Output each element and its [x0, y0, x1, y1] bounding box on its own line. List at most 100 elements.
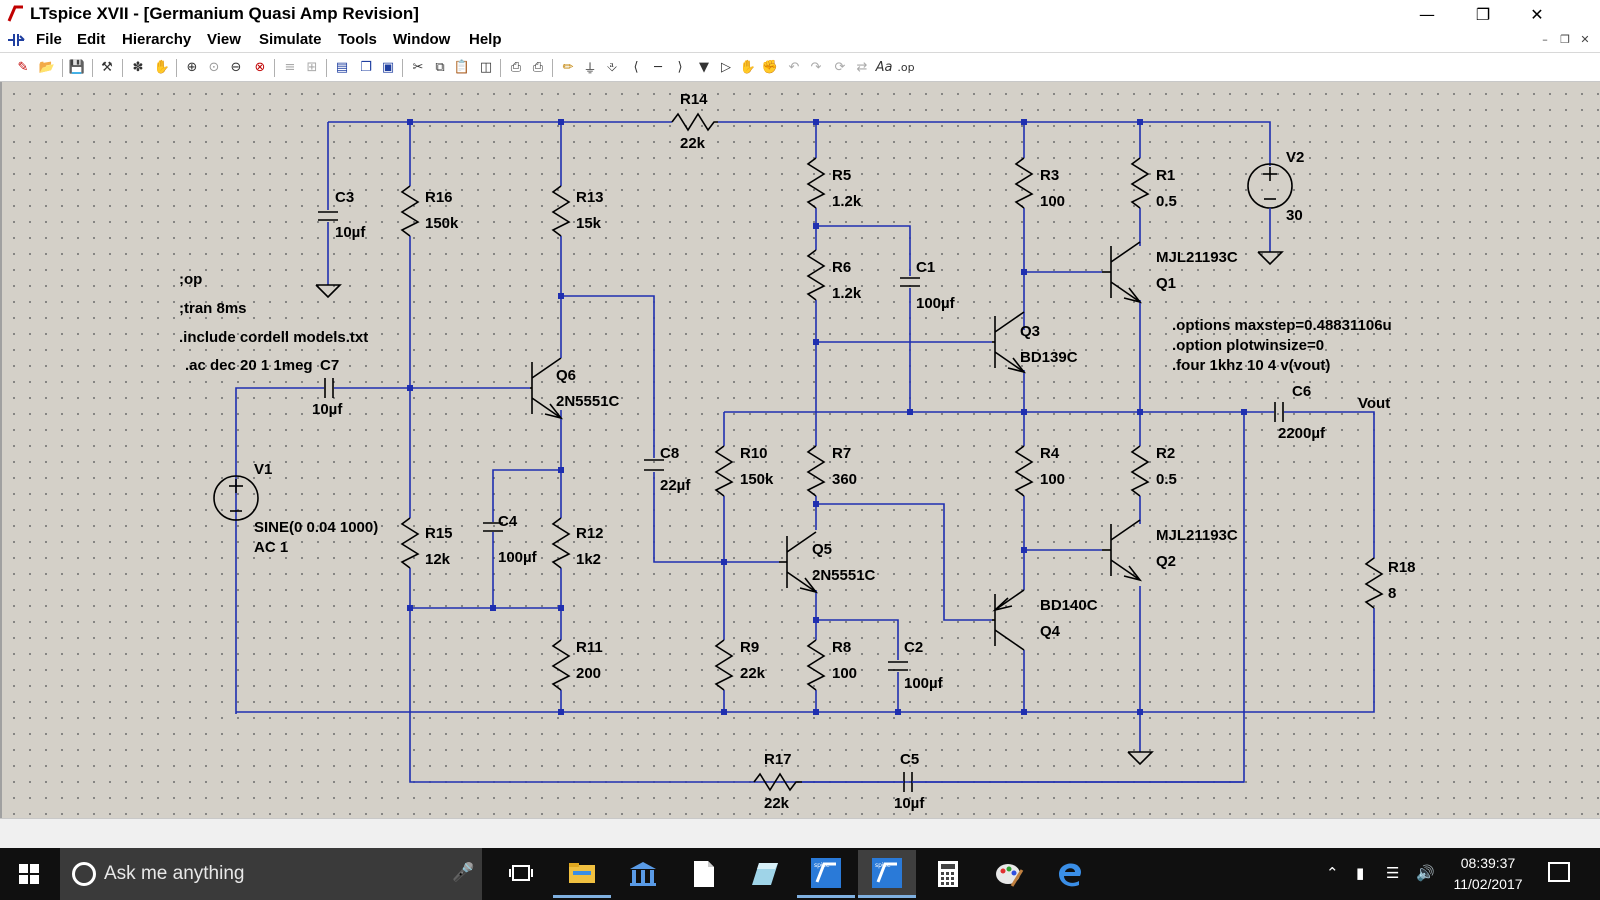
q4-ref[interactable]: Q4	[1040, 623, 1061, 640]
v2-value[interactable]: 30	[1286, 207, 1303, 224]
r17-ref[interactable]: R17	[764, 751, 792, 768]
r7-ref[interactable]: R7	[832, 445, 851, 462]
c2-value[interactable]: 100µf	[904, 675, 944, 692]
print-icon[interactable]: ⎙	[510, 59, 522, 75]
c6-ref[interactable]: C6	[1292, 383, 1311, 400]
r9-value[interactable]: 22k	[740, 665, 766, 682]
c1-ref[interactable]: C1	[916, 259, 935, 276]
network-icon[interactable]: ☰	[1386, 864, 1400, 882]
inductor-icon[interactable]: ⟩	[677, 59, 683, 75]
minimize-button[interactable]: —	[1419, 4, 1435, 24]
v2-ref[interactable]: V2	[1286, 149, 1304, 166]
r16-value[interactable]: 150k	[425, 215, 459, 232]
r3-value[interactable]: 100	[1040, 193, 1065, 210]
menu-tools[interactable]: Tools	[338, 31, 377, 48]
directive-include[interactable]: .include cordell models.txt	[179, 329, 368, 346]
c8-value[interactable]: 22µf	[660, 477, 691, 494]
close-button[interactable]: ✕	[1530, 4, 1544, 24]
r6-value[interactable]: 1.2k	[832, 285, 862, 302]
q1-ref[interactable]: Q1	[1156, 275, 1176, 292]
r18-ref[interactable]: R18	[1388, 559, 1416, 576]
diode-icon[interactable]: ▼	[699, 59, 709, 75]
clock[interactable]: 08:39:37 11/02/2017	[1448, 853, 1528, 895]
tray-overflow-icon[interactable]: ⌃	[1326, 864, 1339, 882]
c5-value[interactable]: 10µf	[894, 795, 925, 812]
search-box[interactable]: Ask me anything 🎤	[60, 848, 482, 900]
doc-minimize-button[interactable]: –	[1542, 33, 1548, 46]
directive-tran[interactable]: ;tran 8ms	[179, 300, 247, 317]
r13-ref[interactable]: R13	[576, 189, 604, 206]
c7-value[interactable]: 10µf	[312, 401, 343, 418]
start-button[interactable]	[0, 848, 58, 900]
r1-value[interactable]: 0.5	[1156, 193, 1177, 210]
text-icon[interactable]: Aa	[875, 59, 893, 75]
volume-icon[interactable]: 🔊	[1416, 864, 1435, 882]
r8-ref[interactable]: R8	[832, 639, 851, 656]
r11-ref[interactable]: R11	[576, 639, 603, 656]
r2-value[interactable]: 0.5	[1156, 471, 1177, 488]
halt-icon[interactable]: ✋	[153, 59, 171, 75]
r5-ref[interactable]: R5	[832, 167, 851, 184]
menu-edit[interactable]: Edit	[77, 31, 106, 48]
schematic-canvas[interactable]: R14 22k C3 10µf R16 150k R13 15k R5 1.2k…	[0, 82, 1600, 818]
c6-value[interactable]: 2200µf	[1278, 425, 1326, 442]
wire-icon[interactable]: ✏	[562, 59, 574, 75]
zoom-cancel-icon[interactable]: ⊗	[254, 59, 266, 75]
q1-value[interactable]: MJL21193C	[1156, 249, 1238, 266]
v1-ref[interactable]: V1	[254, 461, 272, 478]
task-view-icon[interactable]	[492, 850, 550, 898]
c5-ref[interactable]: C5	[900, 751, 919, 768]
r10-ref[interactable]: R10	[740, 445, 768, 462]
menu-simulate[interactable]: Simulate	[259, 31, 322, 48]
q6-ref[interactable]: Q6	[556, 367, 576, 384]
r3-ref[interactable]: R3	[1040, 167, 1059, 184]
r4-value[interactable]: 100	[1040, 471, 1065, 488]
directive-four[interactable]: .four 1khz 10 4 v(vout)	[1172, 357, 1330, 374]
maximize-button[interactable]: ❐	[1475, 4, 1491, 24]
r5-value[interactable]: 1.2k	[832, 193, 862, 210]
menu-window[interactable]: Window	[393, 31, 451, 48]
autorange-icon[interactable]: ≡	[284, 59, 296, 75]
move-icon[interactable]: ✋	[739, 59, 757, 75]
undo-icon[interactable]: ↶	[788, 59, 800, 75]
cut-icon[interactable]: ✂	[412, 59, 424, 75]
doc-restore-button[interactable]: ❐	[1560, 33, 1570, 46]
open-icon[interactable]: 📂	[38, 59, 56, 75]
c4-value[interactable]: 100µf	[498, 549, 538, 566]
c4-ref[interactable]: C4	[498, 513, 518, 530]
r11-value[interactable]: 200	[576, 665, 601, 682]
r14-value[interactable]: 22k	[680, 135, 706, 152]
r15-value[interactable]: 12k	[425, 551, 451, 568]
cascade-icon[interactable]: ❐	[360, 59, 372, 75]
file-explorer-icon[interactable]	[553, 850, 611, 898]
menu-file[interactable]: File	[36, 31, 62, 48]
component-icon[interactable]: ▷	[721, 59, 731, 75]
q2-ref[interactable]: Q2	[1156, 553, 1176, 570]
zoom-fit-icon[interactable]: ⊙	[208, 59, 220, 75]
new-schematic-icon[interactable]: ✎	[17, 59, 29, 75]
q5-value[interactable]: 2N5551C	[812, 567, 876, 584]
save-icon[interactable]: 💾	[68, 59, 86, 75]
directive-op[interactable]: ;op	[179, 271, 202, 288]
rotate-icon[interactable]: ⟳	[834, 59, 846, 75]
r12-ref[interactable]: R12	[576, 525, 604, 542]
net-label-vout[interactable]: Vout	[1358, 395, 1390, 412]
q5-ref[interactable]: Q5	[812, 541, 832, 558]
grid-icon[interactable]: ⊞	[306, 59, 318, 75]
schematic-doc-icon[interactable]	[6, 30, 26, 50]
v1-ac[interactable]: AC 1	[254, 539, 288, 556]
directive-options[interactable]: .options maxstep=0.48831106u	[1172, 317, 1392, 334]
r15-ref[interactable]: R15	[425, 525, 453, 542]
r9-ref[interactable]: R9	[740, 639, 759, 656]
3d-app-icon[interactable]	[736, 850, 794, 898]
q2-value[interactable]: MJL21193C	[1156, 527, 1238, 544]
mirror-icon[interactable]: ⇄	[856, 59, 868, 75]
r6-ref[interactable]: R6	[832, 259, 851, 276]
c7-ref[interactable]: C7	[320, 357, 339, 374]
drag-icon[interactable]: ✊	[761, 59, 779, 75]
close-all-icon[interactable]: ▣	[381, 59, 395, 75]
c1-value[interactable]: 100µf	[916, 295, 956, 312]
print-setup-icon[interactable]: ⎙	[532, 59, 544, 75]
r4-ref[interactable]: R4	[1040, 445, 1060, 462]
c2-ref[interactable]: C2	[904, 639, 923, 656]
